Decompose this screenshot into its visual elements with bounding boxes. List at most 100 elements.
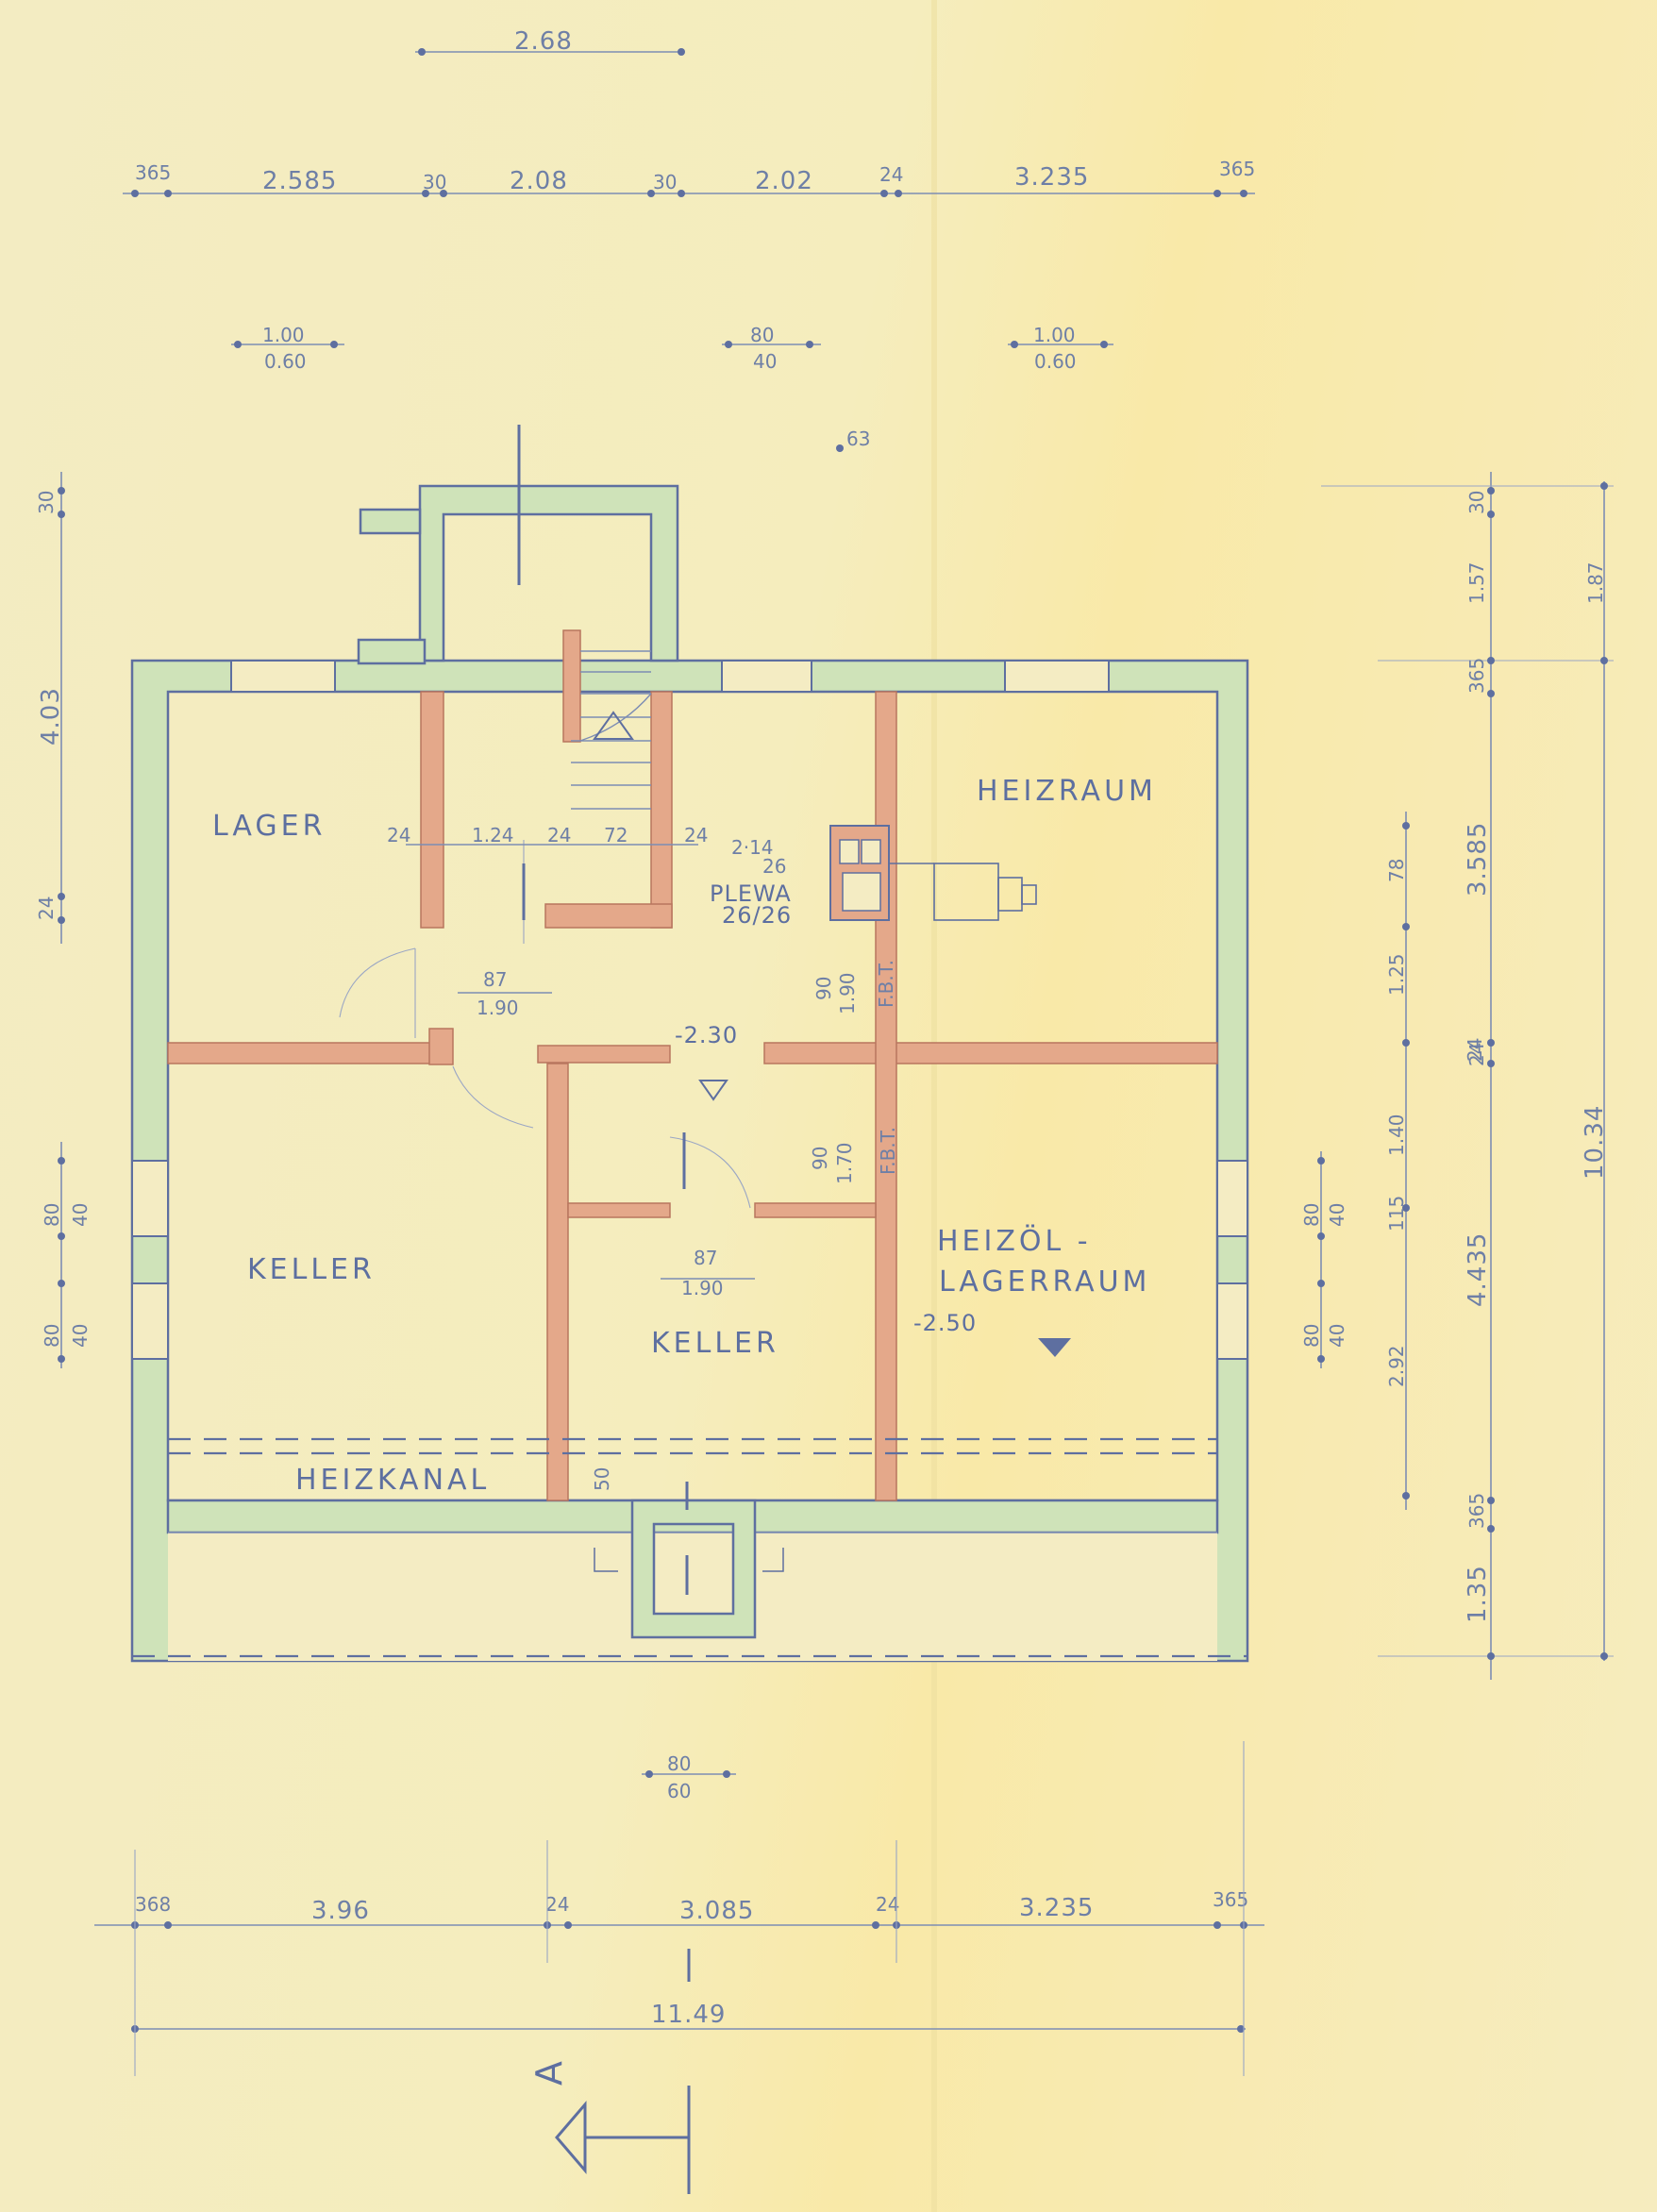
dim-left-1: 30: [35, 491, 58, 514]
dim-top-7: 24: [879, 163, 903, 186]
dim-door4-bot: 1.70: [833, 1142, 856, 1184]
dim-bottom-5: 24: [876, 1893, 899, 1916]
dim-right-win-1-top: 80: [1300, 1203, 1323, 1227]
dim-win-1-top: 1.00: [262, 324, 305, 346]
dim-win-2-top: 80: [750, 324, 774, 346]
dim-win-3-bot: 0.60: [1034, 350, 1077, 373]
dim-right-win-2-top: 80: [1300, 1324, 1323, 1348]
label-plewa-size: 26/26: [722, 902, 792, 929]
dim-right-inner-4: 1.40: [1385, 1114, 1408, 1156]
dim-bottom-7: 365: [1213, 1888, 1248, 1911]
level-marker-icon-2: [1038, 1338, 1071, 1357]
dim-right-4: 3.585: [1464, 822, 1492, 897]
dim-top-2: 2.585: [262, 167, 337, 195]
room-keller-left: KELLER: [247, 1253, 376, 1286]
dim-right-inner-1: 78: [1385, 859, 1408, 882]
dim-door2-bot: 1.90: [681, 1277, 724, 1299]
dim-door4-top: 90: [809, 1147, 831, 1170]
room-heizoel-1: HEIZÖL -: [937, 1224, 1092, 1258]
dim-extra: 63: [846, 427, 870, 450]
dim-inner-e: 24: [684, 824, 708, 846]
dim-door3-top: 90: [812, 977, 835, 1000]
dim-top-4: 2.08: [510, 167, 568, 195]
entrance-well: [630, 1499, 757, 1639]
label-level-heizoel: -2.50: [913, 1310, 977, 1336]
interior-walls: [167, 629, 1218, 1501]
dim-bottom-3: 24: [545, 1893, 569, 1916]
dim-top-5: 30: [653, 171, 677, 193]
top-dimensions: 2.68 365 2.585 30 2.08 30 2.02 24 3.235 …: [123, 27, 1255, 452]
dim-left-win-1-top: 80: [41, 1203, 63, 1227]
dim-right-2: 1.57: [1465, 561, 1488, 604]
dim-bottom-door-bot: 60: [667, 1780, 691, 1802]
dim-w50: 50: [591, 1467, 613, 1491]
dim-right-1: 30: [1465, 491, 1488, 514]
room-heizoel-2: LAGERRAUM: [939, 1265, 1150, 1299]
label-fbt-2: F.B.T.: [877, 1127, 899, 1175]
bottom-dimensions: 80 60 368 3.96 24 3.085 24 3.235 365 11.…: [94, 1741, 1264, 2076]
label-chimney-top: 2·14: [731, 836, 774, 859]
inner-dimensions: 24 1.24 24 72 24 87 1.90 87 1.90 90 1.90…: [387, 824, 859, 1491]
dim-bottom-2: 3.96: [311, 1897, 370, 1925]
level-marker-icon: [698, 1080, 728, 1101]
dim-right-7: 365: [1465, 1493, 1488, 1529]
dim-right-5: 24: [1465, 1043, 1488, 1066]
chimney: [829, 825, 890, 921]
dim-right-6: 4.435: [1464, 1232, 1492, 1307]
dim-right-win-1-bot: 40: [1326, 1203, 1348, 1227]
label-plewa: PLEWA: [710, 880, 792, 907]
dim-right-187: 1.87: [1584, 561, 1607, 604]
building: [130, 425, 1249, 1982]
dim-top-overall: 2.68: [514, 27, 573, 56]
label-chimney-bot: 26: [762, 855, 786, 878]
dim-win-1-bot: 0.60: [264, 350, 307, 373]
room-lager: LAGER: [212, 810, 326, 843]
stair-annex-walls: [418, 484, 679, 662]
dim-bottom-door-top: 80: [667, 1752, 691, 1775]
dim-inner-a: 24: [387, 824, 410, 846]
dim-right-8: 1.35: [1464, 1565, 1492, 1623]
dim-right-inner-5: 115: [1385, 1196, 1408, 1232]
dim-door1-top: 87: [483, 968, 507, 991]
dim-right-inner-3: 24: [1464, 1038, 1486, 1062]
dim-bottom-overall: 11.49: [651, 2001, 726, 2029]
dim-door1-bot: 1.90: [477, 997, 519, 1019]
dim-door3-bot: 1.90: [836, 972, 859, 1014]
dim-door2-top: 87: [694, 1247, 717, 1269]
dim-top-8: 3.235: [1014, 163, 1089, 192]
dim-win-2-bot: 40: [753, 350, 777, 373]
dim-top-1: 365: [135, 161, 171, 184]
dim-right-overall: 10.34: [1581, 1105, 1609, 1180]
right-dimensions: 30 1.57 365 3.585 24 4.435 365 1.35 1.87…: [1300, 472, 1614, 1680]
label-level-hall: -2.30: [675, 1022, 738, 1048]
dim-bottom-1: 368: [135, 1893, 171, 1916]
dim-right-3: 365: [1465, 658, 1488, 694]
dim-top-3: 30: [423, 171, 446, 193]
stair-arrow-icon: [593, 711, 634, 740]
dim-right-inner-2: 1.25: [1385, 953, 1408, 996]
dim-left-2: 4.03: [37, 687, 65, 746]
dim-left-3: 24: [35, 897, 58, 920]
section-marker: A: [528, 2061, 691, 2194]
dim-left-win-1-bot: 40: [69, 1203, 92, 1227]
left-dimensions: 30 4.03 24 80 40 80 40: [35, 472, 92, 1368]
dim-bottom-4: 3.085: [679, 1897, 754, 1925]
room-keller-mid: KELLER: [651, 1327, 779, 1360]
room-heizkanal: HEIZKANAL: [295, 1464, 490, 1497]
annex-stub: [359, 508, 422, 535]
dim-inner-d: 72: [604, 824, 628, 846]
room-heizraum: HEIZRAUM: [977, 775, 1157, 808]
dim-left-win-2-top: 80: [41, 1324, 63, 1348]
dim-top-9: 365: [1219, 158, 1255, 180]
dim-inner-b: 1.24: [472, 824, 514, 846]
dim-right-win-2-bot: 40: [1326, 1324, 1348, 1348]
dim-win-3-top: 1.00: [1033, 324, 1076, 346]
boiler: [889, 863, 1037, 921]
section-label: A: [528, 2061, 570, 2086]
dim-inner-c: 24: [547, 824, 571, 846]
section-arrow-icon: [555, 2100, 587, 2175]
dim-left-win-2-bot: 40: [69, 1324, 92, 1348]
label-fbt-1: F.B.T.: [875, 960, 897, 1008]
dim-right-inner-6: 2.92: [1385, 1345, 1408, 1387]
